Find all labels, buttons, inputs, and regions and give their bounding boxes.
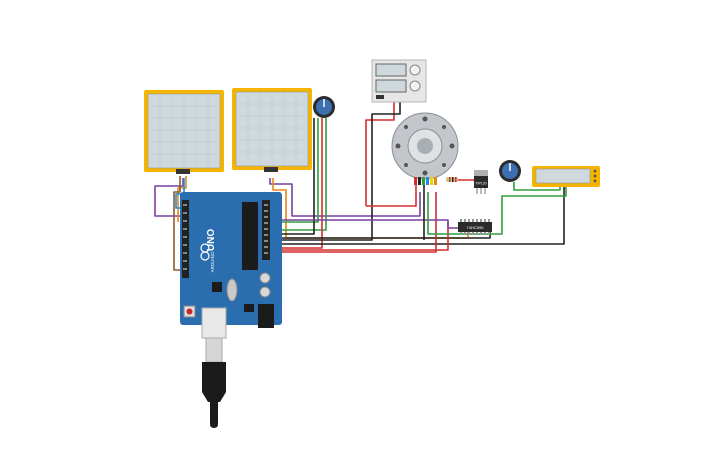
- lcd-display-middle[interactable]: [232, 88, 312, 172]
- board-crystal: [226, 278, 238, 302]
- wire-black-pot1[interactable]: [282, 118, 315, 235]
- wire-purple-left[interactable]: [154, 178, 184, 217]
- dc-power-jack[interactable]: [258, 304, 274, 328]
- lcd-display-right[interactable]: [532, 166, 600, 187]
- usb-port[interactable]: [201, 307, 227, 339]
- transistor-tip120[interactable]: TIP120: [474, 170, 488, 194]
- wire-black-bus2[interactable]: [282, 186, 565, 245]
- wire-orange-2[interactable]: [177, 176, 187, 222]
- lcd-middle-grid: [236, 92, 308, 166]
- ic-pins: [460, 219, 490, 235]
- board-model-label: UNO: [206, 229, 217, 251]
- lcd-left-grid: [148, 94, 220, 168]
- wire-red-module[interactable]: [365, 98, 395, 206]
- wire-red-pot1[interactable]: [282, 118, 323, 249]
- board-capacitor-1: [259, 272, 271, 284]
- arduino-uno-board[interactable]: UNO ARDUINO: [180, 192, 282, 339]
- potentiometer-knob-2[interactable]: [499, 160, 521, 182]
- wire-orange-1[interactable]: [272, 178, 469, 239]
- wire-brown-1[interactable]: [173, 176, 186, 271]
- potentiometer-knob-1[interactable]: [313, 96, 335, 118]
- reset-button[interactable]: [183, 305, 196, 318]
- power-module[interactable]: [371, 59, 427, 103]
- transistor-label: TIP120: [475, 182, 486, 186]
- wire-black-bus1[interactable]: [282, 182, 373, 241]
- dc-motor[interactable]: [391, 112, 459, 185]
- wire-green-pot1[interactable]: [282, 118, 319, 223]
- board-regulator: [244, 304, 254, 312]
- wire-blue-1[interactable]: [175, 178, 185, 209]
- wire-red-bus2[interactable]: [282, 222, 449, 251]
- ic-chip-74hc595[interactable]: 74HC595: [458, 219, 492, 235]
- wire-motor-red[interactable]: [366, 182, 417, 207]
- usb-cable[interactable]: [202, 337, 226, 428]
- board-analog-header[interactable]: [182, 200, 189, 278]
- board-capacitor-2: [259, 286, 271, 298]
- board-microcontroller: [242, 202, 258, 270]
- board-small-chip: [212, 282, 222, 292]
- motor-encoder-leads: [414, 177, 437, 185]
- wire-red-bus1[interactable]: [282, 192, 437, 253]
- wire-green-right2[interactable]: [513, 182, 561, 191]
- lcd-display-left[interactable]: [144, 90, 224, 174]
- wire-black-module[interactable]: [371, 98, 401, 182]
- wire-purple-ic[interactable]: [282, 219, 458, 229]
- wire-green-pot1b[interactable]: [282, 118, 327, 231]
- arduino-logo: [200, 243, 210, 261]
- wire-green-right1[interactable]: [427, 186, 567, 235]
- wire-purple-lcd2[interactable]: [269, 178, 421, 217]
- board-brand-label: ARDUINO: [210, 251, 215, 272]
- resistor[interactable]: [446, 177, 458, 182]
- ic-chip-label: 74HC595: [467, 225, 485, 230]
- header-pin-dots: [183, 204, 268, 270]
